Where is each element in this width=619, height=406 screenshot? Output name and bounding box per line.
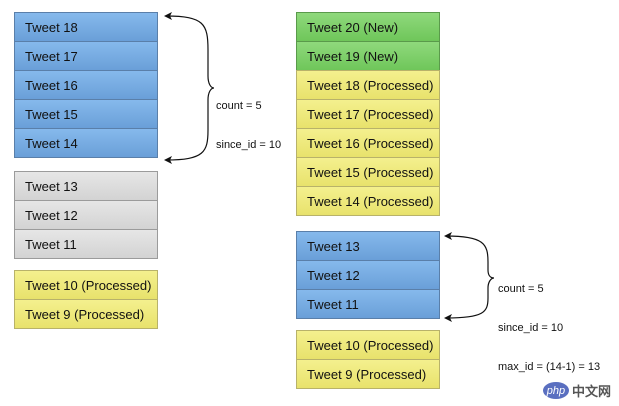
left-middle-group: Tweet 13 Tweet 12 Tweet 11 [14,171,158,259]
tweet-cell: Tweet 12 [14,200,158,230]
left-annotation: count = 5 since_id = 10 [216,74,281,165]
right-brace-arrow [444,232,495,322]
right-middle-group: Tweet 13 Tweet 12 Tweet 11 [296,231,440,319]
tweet-cell: Tweet 9 (Processed) [14,299,158,329]
tweet-cell: Tweet 16 (Processed) [296,128,440,158]
annotation-line: since_id = 10 [498,322,564,334]
tweet-cell: Tweet 18 (Processed) [296,70,440,100]
annotation-line: count = 5 [216,100,262,112]
left-brace-arrow [164,12,215,164]
right-top-group: Tweet 20 (New) Tweet 19 (New) Tweet 18 (… [296,12,440,216]
left-top-group: Tweet 18 Tweet 17 Tweet 16 Tweet 15 Twee… [14,12,158,158]
left-bottom-group: Tweet 10 (Processed) Tweet 9 (Processed) [14,270,158,329]
site-name: 中文网 [571,384,611,399]
tweet-cell: Tweet 10 (Processed) [296,330,440,360]
tweet-cell: Tweet 11 [14,229,158,259]
right-annotation: count = 5 since_id = 10 max_id = (14-1) … [498,257,600,387]
php-badge: php [542,382,569,399]
right-bottom-group: Tweet 10 (Processed) Tweet 9 (Processed) [296,330,440,389]
tweet-cell: Tweet 18 [14,12,158,42]
tweet-cell: Tweet 14 (Processed) [296,186,440,216]
watermark-logo: php 中文网 [542,381,611,400]
tweet-cell: Tweet 15 (Processed) [296,157,440,187]
annotation-line: count = 5 [498,283,544,295]
tweet-cell: Tweet 14 [14,128,158,158]
tweet-cell: Tweet 19 (New) [296,41,440,71]
tweet-cell: Tweet 11 [296,289,440,319]
tweet-cell: Tweet 9 (Processed) [296,359,440,389]
tweet-cell: Tweet 16 [14,70,158,100]
annotation-line: since_id = 10 [216,139,282,151]
tweet-cell: Tweet 12 [296,260,440,290]
tweet-cell: Tweet 13 [14,171,158,201]
tweet-cell: Tweet 17 (Processed) [296,99,440,129]
tweet-cell: Tweet 20 (New) [296,12,440,42]
annotation-line: max_id = (14-1) = 13 [498,361,601,373]
tweet-cell: Tweet 10 (Processed) [14,270,158,300]
